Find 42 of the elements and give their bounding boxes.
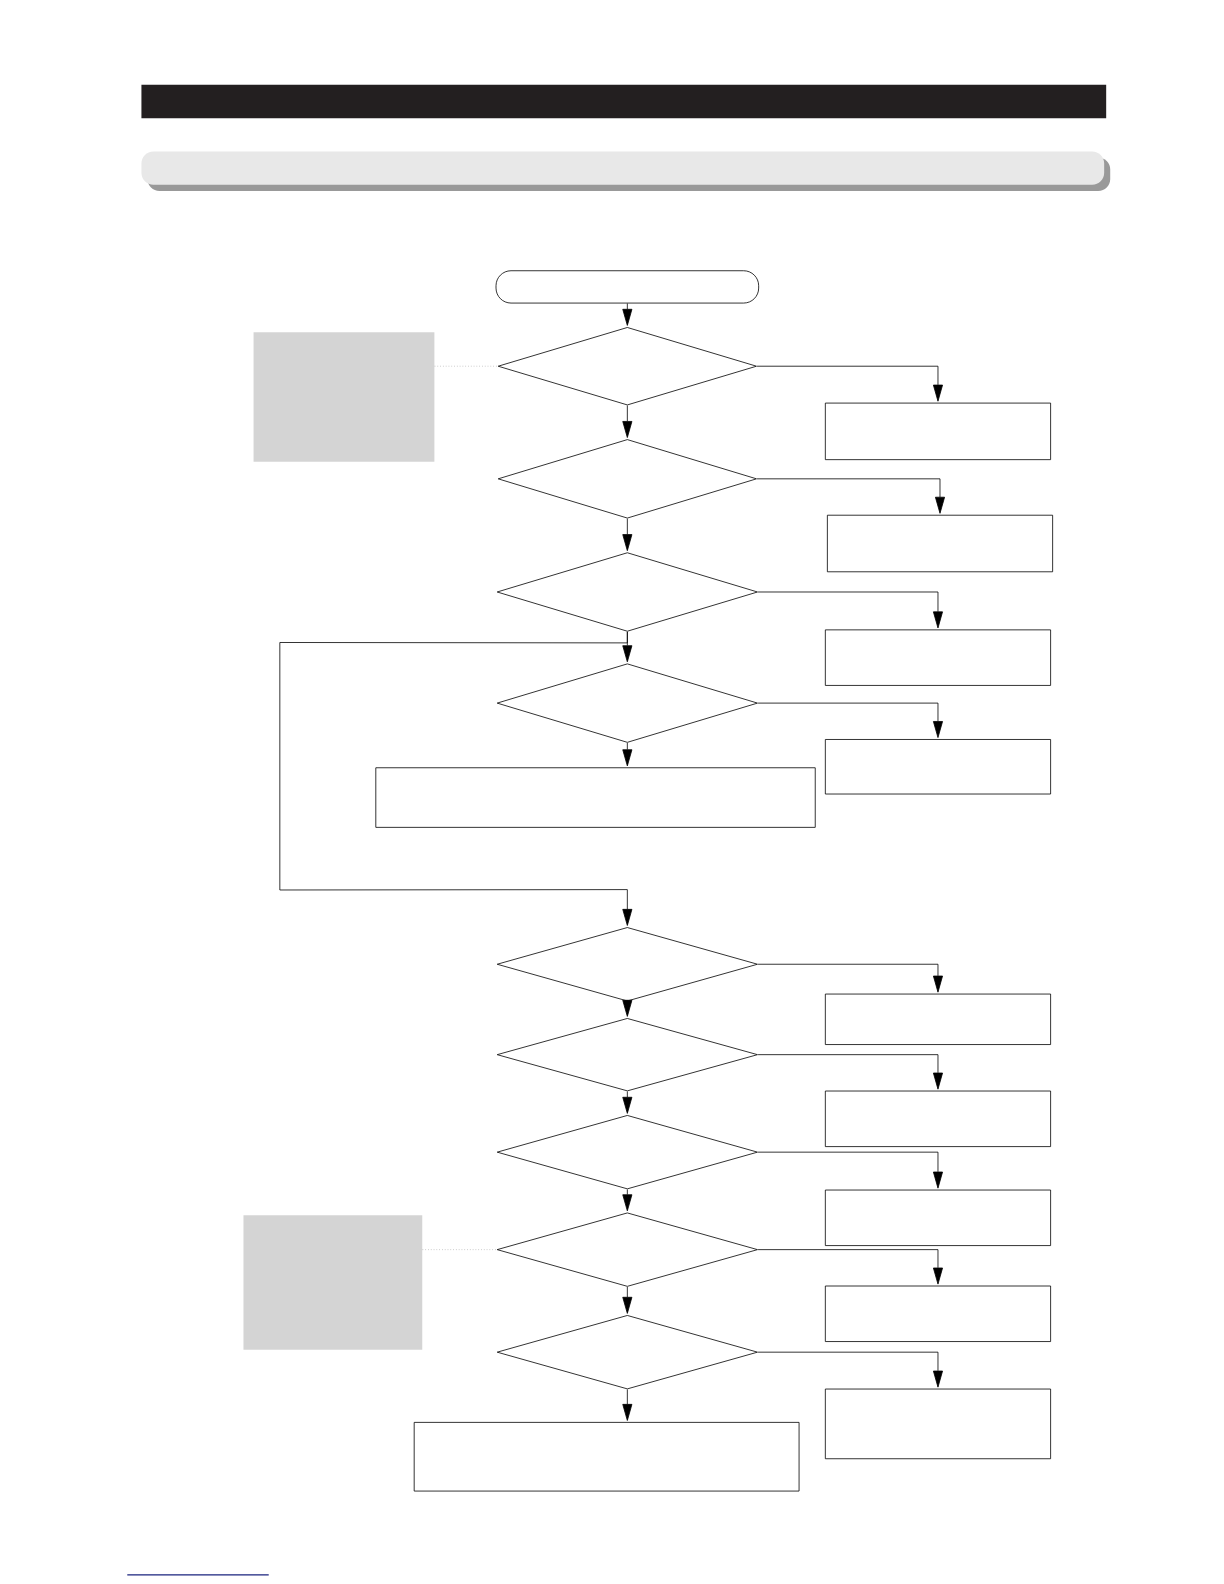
arrow xyxy=(622,1189,633,1212)
decision-diamond xyxy=(496,1018,758,1092)
arrow xyxy=(622,742,633,767)
process-box xyxy=(413,1422,800,1492)
note-panel xyxy=(253,332,435,462)
terminal-box xyxy=(495,270,759,304)
arrow xyxy=(757,1351,943,1388)
arrow xyxy=(757,1151,943,1189)
process-box xyxy=(824,402,1051,461)
process-box xyxy=(824,739,1051,795)
decision-diamond xyxy=(496,1115,758,1190)
arrow xyxy=(622,303,633,326)
arrow xyxy=(622,1091,633,1114)
arrow xyxy=(622,1389,633,1421)
note-panel xyxy=(243,1215,423,1350)
decision-diamond xyxy=(496,1315,758,1390)
decision-diamond xyxy=(496,663,758,743)
arrow xyxy=(757,1054,943,1090)
decision-diamond xyxy=(497,327,757,406)
process-box xyxy=(824,1189,1051,1246)
process-box xyxy=(824,993,1051,1045)
arrow xyxy=(756,478,945,514)
decision-diamond xyxy=(496,927,758,1002)
arrow xyxy=(622,999,633,1017)
process-box xyxy=(824,1090,1051,1147)
process-box xyxy=(824,1388,1051,1460)
arrow xyxy=(622,405,633,438)
arrow xyxy=(622,1286,633,1314)
process-box xyxy=(826,514,1053,573)
arrow xyxy=(279,631,633,926)
process-box xyxy=(824,629,1051,686)
arrow xyxy=(622,518,633,552)
arrow xyxy=(757,702,943,738)
arrow xyxy=(757,963,943,993)
arrow xyxy=(756,365,943,402)
decision-diamond xyxy=(496,552,758,632)
decision-diamond xyxy=(496,1212,758,1287)
arrow xyxy=(757,591,943,629)
arrow xyxy=(757,1249,943,1285)
decision-diamond xyxy=(497,439,757,519)
process-box xyxy=(375,767,816,828)
process-box xyxy=(824,1285,1051,1342)
